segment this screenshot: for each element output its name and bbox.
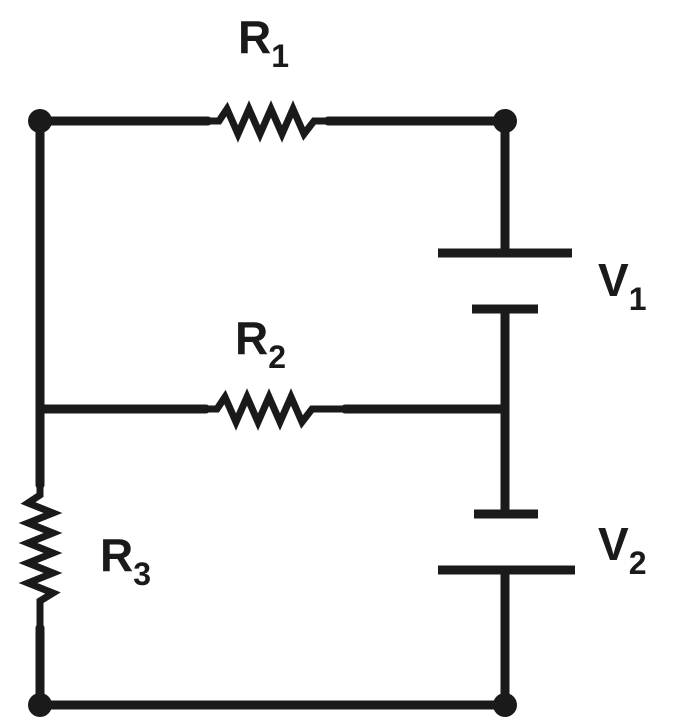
label-r3: R3	[100, 529, 151, 592]
node-bottom-right	[493, 693, 517, 717]
resistor-r3	[18, 481, 63, 632]
node-top-left	[28, 109, 52, 133]
node-top-right	[493, 109, 517, 133]
label-v1: V1	[598, 254, 646, 317]
label-r2: R2	[235, 312, 286, 375]
node-bottom-left	[28, 693, 52, 717]
resistor-r2	[202, 388, 349, 431]
resistor-r1	[204, 100, 332, 143]
label-r1: R1	[238, 11, 289, 74]
label-v2: V2	[598, 518, 646, 581]
